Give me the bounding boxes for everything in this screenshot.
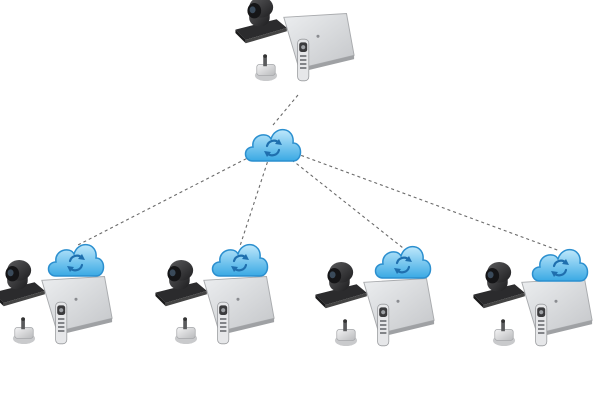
remote-control-icon	[55, 301, 68, 345]
hub-branch-link-3	[272, 144, 404, 249]
remote-control-icon	[535, 303, 548, 347]
hub-endpoint-link	[272, 94, 299, 126]
cloud-sync-icon	[374, 245, 432, 280]
hub-branch-link-4	[272, 144, 561, 252]
connector-lines	[70, 94, 561, 321]
codec-unit-icon	[363, 278, 435, 338]
ptz-camera-icon	[315, 262, 367, 309]
codec-unit-icon	[41, 276, 113, 336]
microphone-icon	[12, 316, 36, 345]
hub-branch-link-1	[75, 144, 274, 247]
microphone-icon	[174, 316, 198, 345]
microphone-icon	[492, 318, 516, 347]
codec-unit-icon	[283, 13, 355, 73]
ptz-camera-icon	[235, 0, 287, 44]
cloud-sync-icon	[244, 128, 302, 163]
microphone-icon	[334, 318, 358, 347]
remote-control-icon	[297, 38, 310, 82]
codec-unit-icon	[203, 276, 275, 336]
ptz-camera-icon	[0, 260, 45, 307]
microphone-icon	[254, 53, 278, 82]
ptz-camera-icon	[155, 260, 207, 307]
cloud-sync-icon	[531, 248, 589, 283]
cloud-sync-icon	[211, 243, 269, 278]
ptz-camera-icon	[473, 262, 525, 309]
diagram-nodes	[0, 0, 593, 347]
hub-endpoint	[235, 0, 355, 82]
remote-control-icon	[377, 303, 390, 347]
codec-unit-icon	[521, 278, 593, 338]
cloud-sync-icon	[47, 243, 105, 278]
remote-control-icon	[217, 301, 230, 345]
